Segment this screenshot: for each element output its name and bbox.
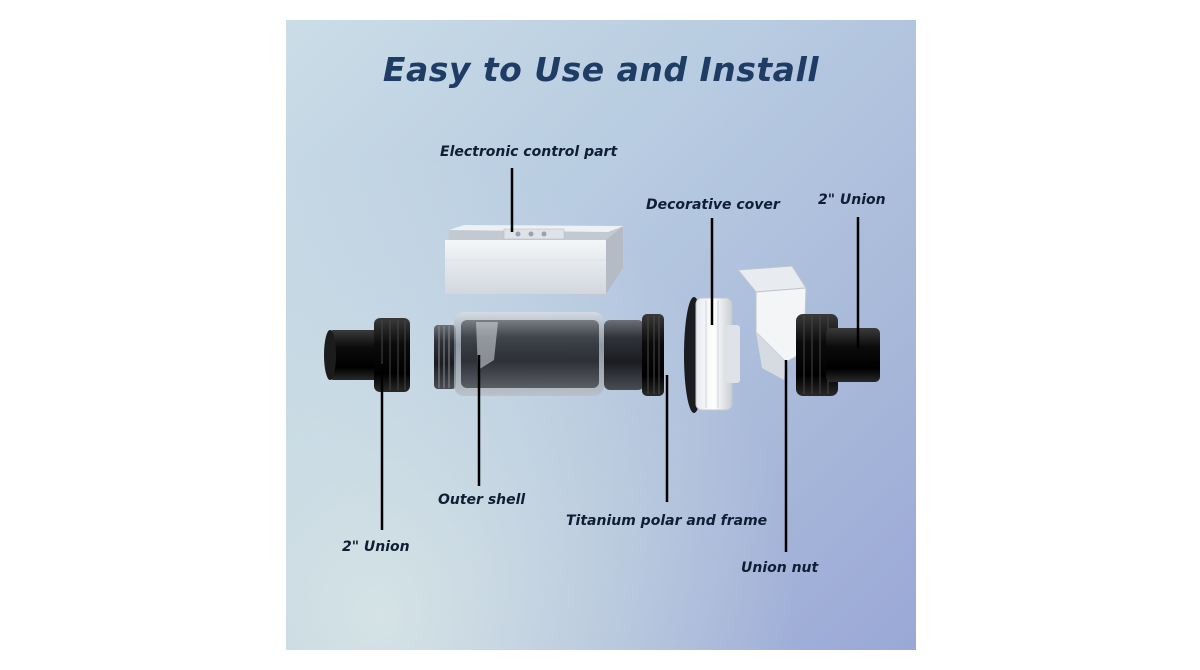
outer-shell-cell [434, 312, 664, 396]
label-union-right: 2" Union [818, 192, 886, 208]
infographic-title: Easy to Use and Install [382, 50, 820, 89]
label-outer-shell: Outer shell [438, 492, 526, 508]
label-decorative-cover: Decorative cover [646, 197, 780, 213]
label-union-nut: Union nut [741, 560, 819, 576]
label-union-left: 2" Union [342, 539, 410, 555]
leader-lines [380, 168, 860, 552]
white-bracket [737, 265, 807, 380]
right-union-fitting [796, 314, 880, 396]
exploded-parts-illustration [324, 168, 880, 552]
left-union-fitting [324, 318, 410, 392]
label-electronic-control-part: Electronic control part [440, 144, 618, 160]
decorative-cover [684, 297, 740, 413]
electronic-control-box [445, 225, 624, 295]
product-infographic: Easy to Use and Install [286, 20, 916, 650]
label-titanium-polar-and-frame: Titanium polar and frame [566, 513, 768, 529]
